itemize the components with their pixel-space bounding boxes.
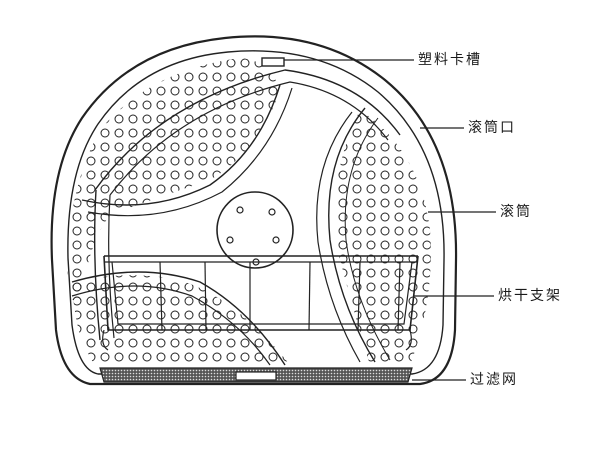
hub-bolt <box>236 206 244 214</box>
sector-arc-lower-2 <box>71 285 271 366</box>
leader-lines <box>284 59 496 381</box>
hub-bolt <box>226 236 234 244</box>
sector-arc-upper <box>81 84 281 206</box>
filter-handle <box>235 371 277 381</box>
label-drum: 滚筒 <box>500 204 532 220</box>
inner-housing-rim <box>67 50 445 375</box>
lifter-curve-left-inner <box>108 194 115 339</box>
hub-bolt <box>268 208 276 216</box>
sector-arc-upper-2 <box>87 87 293 217</box>
sector-arc-right <box>328 107 376 363</box>
lifter-curve-top <box>94 69 401 191</box>
drum-perforation-lower-left <box>72 275 290 365</box>
sector-arc-right-3 <box>344 117 391 361</box>
drying-rack <box>102 255 419 351</box>
drum-perforation-upper-left <box>67 58 280 300</box>
label-filter-screen: 过滤网 <box>470 372 518 388</box>
drum-perforation-right <box>334 110 431 365</box>
lifter-curve-left <box>93 189 101 341</box>
label-drum-opening: 滚筒口 <box>468 120 516 136</box>
outer-housing <box>50 35 458 386</box>
label-plastic-slot: 塑料卡槽 <box>418 52 482 68</box>
label-drying-rack: 烘干支架 <box>498 288 562 304</box>
lifter-curve-top-inner <box>109 81 389 196</box>
sector-arc-right-2 <box>316 111 361 363</box>
hub-bolt <box>272 236 280 244</box>
center-hub <box>216 191 294 269</box>
plastic-slot <box>261 57 285 67</box>
